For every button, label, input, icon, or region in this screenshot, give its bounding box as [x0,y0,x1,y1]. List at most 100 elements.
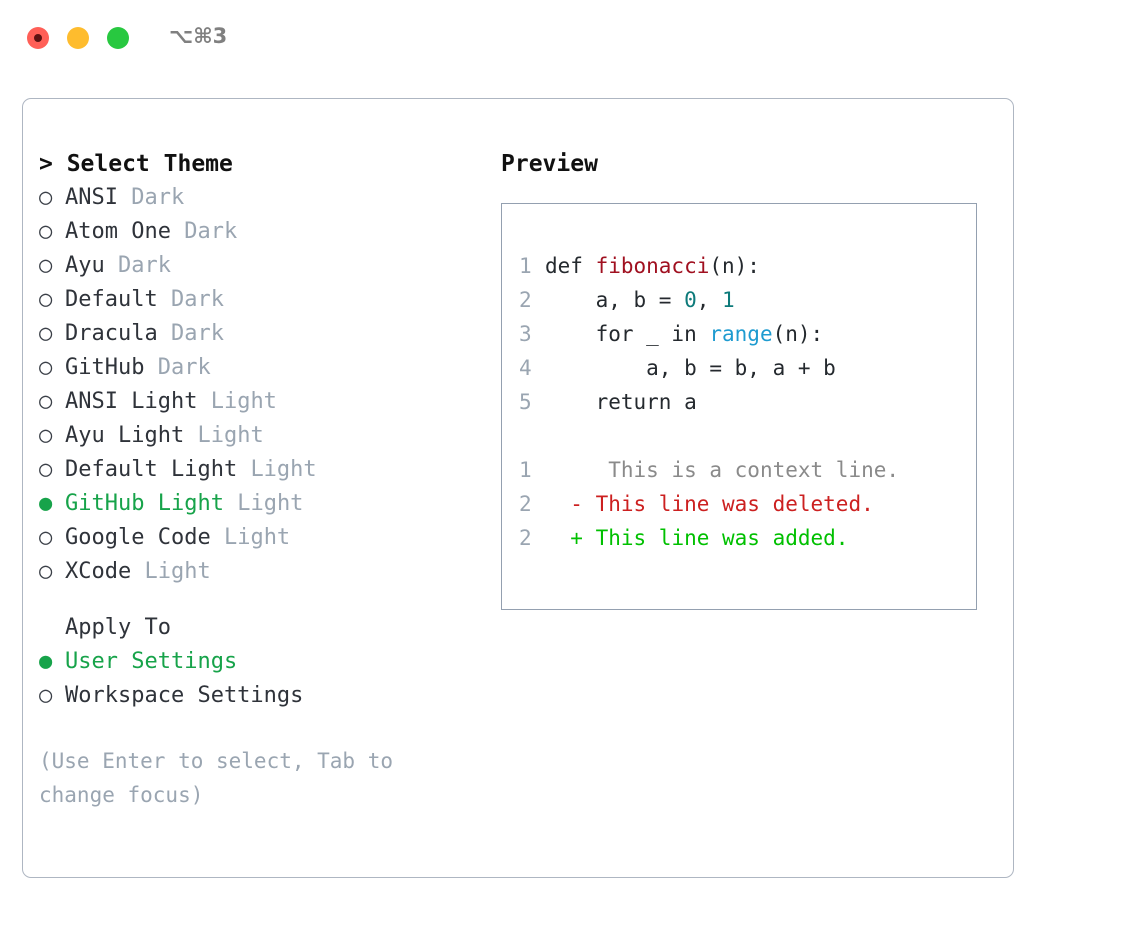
theme-option-atom-one[interactable]: ○Atom One Dark [39,215,479,249]
line-number: 1 [519,254,532,278]
recording-indicator-icon [34,34,42,42]
radio-unselected-icon: ○ [39,683,53,708]
diff-line-del: 2 - This line was deleted. [519,487,970,521]
apply-to-name: User Settings [65,649,238,674]
list-spacer [39,589,479,611]
theme-name: ANSI Light [65,389,198,414]
theme-name: Atom One [65,219,171,244]
apply-to-name: Workspace Settings [65,683,304,708]
radio-unselected-icon: ○ [39,559,53,584]
radio-unselected-icon: ○ [39,389,53,414]
code-token-plain: (n): [709,254,760,278]
code-token-plain: a, b = b, a + b [545,356,836,380]
theme-option-ansi[interactable]: ○ANSI Dark [39,181,479,215]
theme-name: GitHub [65,355,145,380]
theme-variant-badge: Dark [184,219,238,244]
code-token-plain: , [696,288,723,312]
radio-unselected-icon: ○ [39,321,53,346]
code-token-plain: (n): [772,322,824,346]
line-number: 2 [519,492,532,516]
theme-option-xcode[interactable]: ○ XCode Light [39,555,479,589]
apply-to-label: Apply To [65,615,171,640]
shortcut-label: ⌥⌘3 [169,24,228,48]
line-number: 2 [519,288,532,312]
theme-variant-badge: Light [144,559,211,584]
theme-name: GitHub Light [65,491,224,516]
theme-name: Default [65,287,158,312]
theme-variant-badge: Dark [131,185,185,210]
code-token-fn: fibonacci [595,254,710,278]
radio-unselected-icon: ○ [39,355,53,380]
apply-to-option-user-settings[interactable]: ● User Settings [39,645,479,679]
code-token-plain: a, b = [545,288,685,312]
radio-unselected-icon: ○ [39,423,53,448]
theme-name: Dracula [65,321,158,346]
theme-name: Google Code [65,525,211,550]
code-line: 4 a, b = b, a + b [519,351,970,385]
theme-option-google-code[interactable]: ○ Google Code Light [39,521,479,555]
zoom-button[interactable] [107,27,129,49]
line-number: 3 [519,322,532,346]
theme-option-dracula[interactable]: ○ Dracula Dark [39,317,479,351]
code-token-num: 1 [722,288,735,312]
radio-unselected-icon: ○ [39,525,53,550]
radio-unselected-icon: ○ [39,457,53,482]
title-bar: ⌥⌘3 [0,0,1140,76]
diff-text: This line was added. [582,526,849,550]
keyboard-hint: (Use Enter to select, Tab to change focu… [39,749,394,807]
theme-variant-badge: Dark [170,287,224,312]
diff-text: This is a context line. [582,458,900,482]
preview-title: Preview [501,151,598,177]
code-line: 5 return a [519,385,970,419]
code-token-plain: for _ in [545,322,710,346]
theme-option-ansi-light[interactable]: ○ANSI Light Light [39,385,479,419]
theme-option-ayu[interactable]: ○ Ayu Dark [39,249,479,283]
theme-name: XCode [65,559,132,584]
theme-picker-panel: > Select Theme ○ANSI Dark○Atom One Dark○… [39,147,479,713]
diff-text: This line was deleted. [582,492,874,516]
theme-name: Ayu [65,253,105,278]
theme-variant-badge: Light [223,525,291,550]
diff-sign [545,458,583,482]
theme-selector-card: > Select Theme ○ANSI Dark○Atom One Dark○… [22,98,1014,878]
theme-option-ayu-light[interactable]: ○Ayu Light Light [39,419,479,453]
code-gap [519,419,970,453]
radio-selected-icon: ● [39,491,53,516]
code-token-plain: return a [545,390,697,414]
theme-option-github-light[interactable]: ● GitHub Light Light [39,487,479,521]
radio-unselected-icon: ○ [39,253,53,278]
theme-variant-badge: Light [237,491,304,516]
radio-unselected-icon: ○ [39,287,53,312]
theme-variant-badge: Light [250,457,317,482]
apply-to-list: ● User Settings ○ Workspace Settings [39,645,479,713]
diff-line-ctx: 1 This is a context line. [519,453,970,487]
code-token-num: 0 [684,288,697,312]
theme-name: Default Light [65,457,238,482]
code-line: 3 for _ in range(n): [519,317,970,351]
theme-option-default-light[interactable]: ○ Default Light Light [39,453,479,487]
theme-variant-badge: Dark [157,355,211,380]
diff-line-add: 2 + This line was added. [519,521,970,555]
apply-to-option-workspace-settings[interactable]: ○ Workspace Settings [39,679,479,713]
theme-name: ANSI [65,185,118,210]
line-number: 1 [519,458,532,482]
diff-sample: 1 This is a context line.2 - This line w… [519,453,970,555]
line-number: 2 [519,526,532,550]
theme-option-github[interactable]: ○ GitHub Dark [39,351,479,385]
theme-variant-badge: Light [197,423,264,448]
radio-selected-icon: ● [39,649,53,674]
diff-sign: + [545,526,583,550]
line-number: 5 [519,390,532,414]
theme-list: ○ANSI Dark○Atom One Dark○Ayu Dark○Defaul… [39,181,479,589]
theme-variant-badge: Dark [170,321,224,346]
code-token-call: range [709,322,773,346]
theme-variant-badge: Dark [118,253,171,278]
minimize-button[interactable] [67,27,89,49]
theme-option-default[interactable]: ○ Default Dark [39,283,479,317]
